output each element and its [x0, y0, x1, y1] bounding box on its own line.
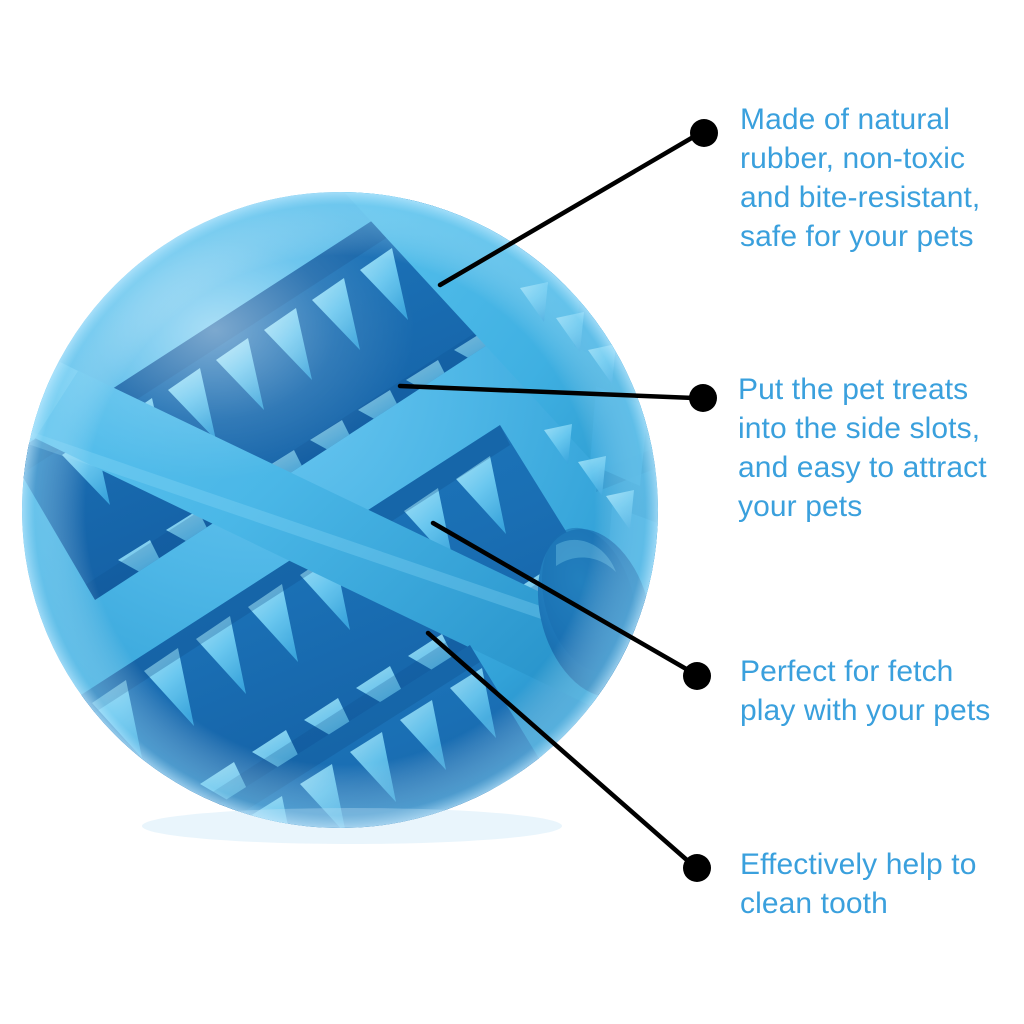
callout-text-clean-tooth: Effectively help to clean tooth: [740, 848, 977, 920]
leader-line-4: [425, 630, 691, 864]
leader-lines: [397, 133, 698, 864]
leader-dots: [683, 119, 718, 882]
leader-line-3: [430, 520, 691, 673]
callout-text-fetch-play: Perfect for fetch play with your pets: [740, 655, 991, 727]
leader-dot-3: [683, 662, 711, 690]
callout-text-material: Made of natural rubber, non-toxic and bi…: [740, 103, 981, 253]
leader-dot-1: [690, 119, 718, 147]
leader-dot-2: [689, 384, 717, 412]
leader-dot-4: [683, 854, 711, 882]
callout-text-treat-slots: Put the pet treats into the side slots, …: [738, 373, 987, 523]
ball-shadow: [142, 808, 562, 844]
leader-line-2: [397, 383, 697, 401]
leader-line-1: [437, 133, 698, 288]
